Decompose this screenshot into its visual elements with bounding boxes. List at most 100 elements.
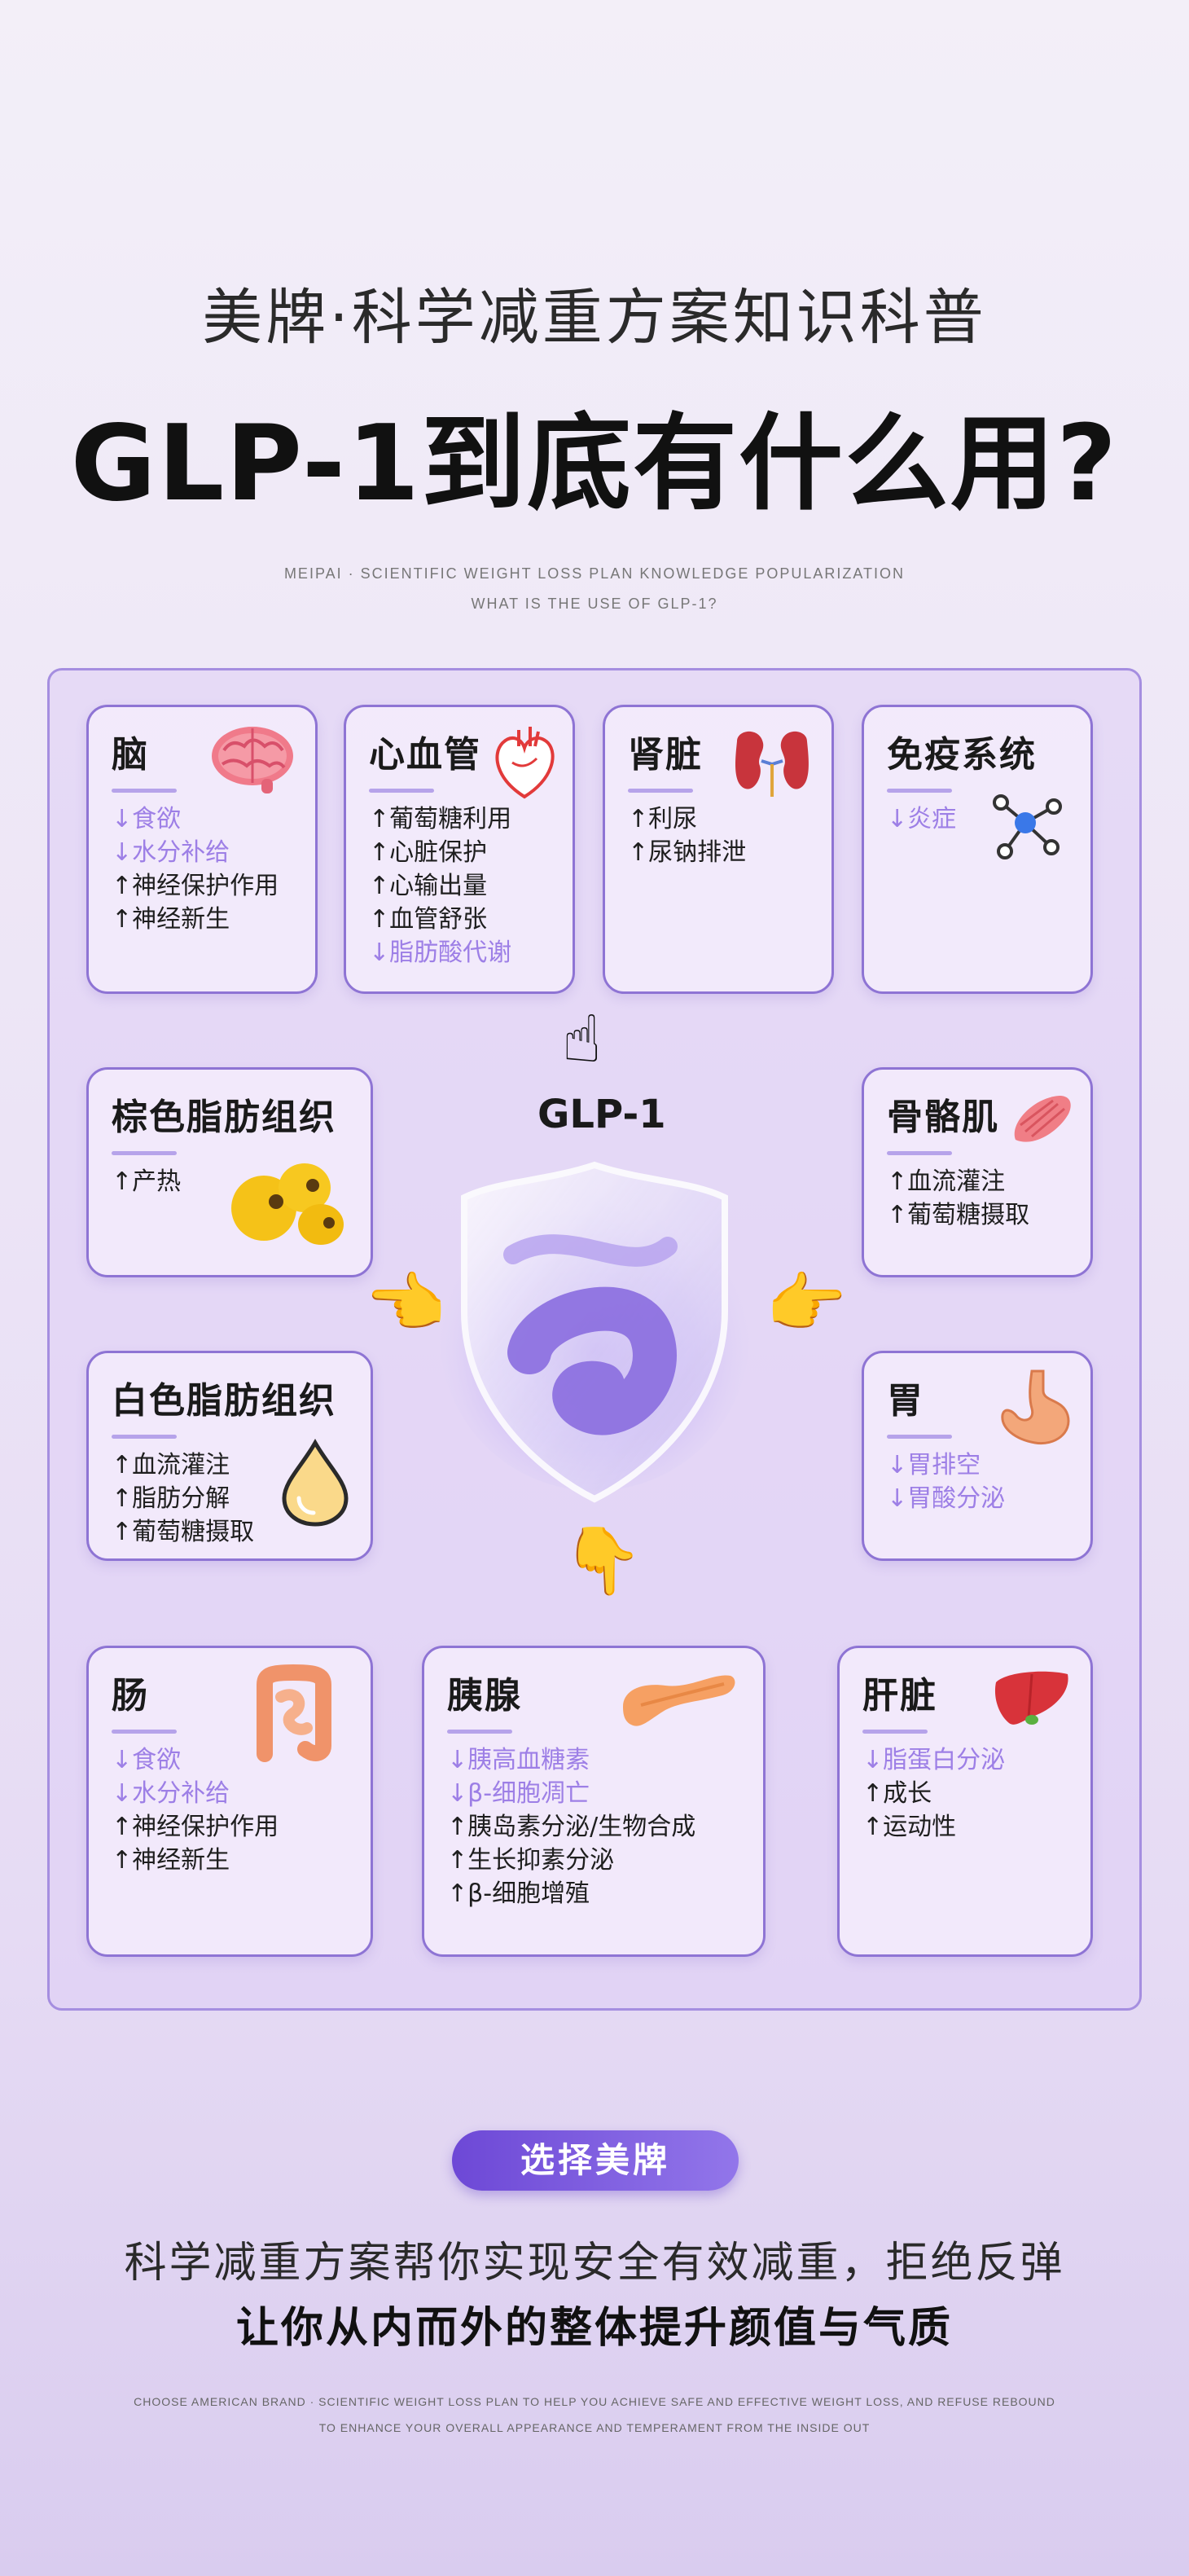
english-subtitle-1: MEIPAI · SCIENTIFIC WEIGHT LOSS PLAN KNO…	[283, 565, 906, 582]
effect-line: ↓食欲	[112, 805, 182, 833]
effect-list: ↑血流灌注 ↑脂肪分解 ↑葡萄糖摄取	[112, 1448, 348, 1549]
effect-line: ↑神经新生	[112, 1846, 230, 1875]
effect-line: ↑β-细胞增殖	[447, 1879, 590, 1908]
effect-line: ↑神经保护作用	[112, 872, 279, 900]
effect-line: ↑产热	[112, 1167, 182, 1196]
muscle-icon	[1014, 1096, 1071, 1142]
glp1-label: GLP-1	[537, 1092, 666, 1137]
effect-line: ↑尿钠排泄	[628, 838, 747, 867]
card-immune: 免疫系统 ↓炎症	[862, 705, 1093, 994]
card-skeletal-muscle: 骨骼肌 ↑血流灌注 ↑葡萄糖摄取	[862, 1067, 1093, 1277]
pancreas-icon	[623, 1675, 735, 1726]
card-brown-fat: 棕色脂肪组织 ↑产热	[86, 1067, 373, 1277]
effect-line: ↑葡萄糖利用	[369, 805, 512, 833]
effect-list: ↑利尿 ↑尿钠排泄	[628, 802, 809, 869]
card-liver: 肝脏 ↓脂蛋白分泌 ↑成长 ↑运动性	[837, 1646, 1093, 1957]
effect-line: ↓β-细胞凋亡	[447, 1779, 590, 1808]
effect-line: ↑神经保护作用	[112, 1813, 279, 1841]
card-pancreas: 胰腺 ↓胰高血糖素 ↓β-细胞凋亡 ↑胰岛素分泌/生物合成 ↑生长抑素分泌 ↑β…	[422, 1646, 766, 1957]
effect-list: ↑血流灌注 ↑葡萄糖摄取	[887, 1165, 1068, 1232]
kidney-icon	[735, 731, 809, 797]
divider	[112, 1730, 177, 1734]
effect-line: ↑葡萄糖摄取	[887, 1201, 1030, 1229]
page-title: GLP-1到底有什么用?	[70, 403, 1119, 525]
liver-icon	[994, 1671, 1068, 1725]
effect-line: ↓胃酸分泌	[887, 1484, 1006, 1513]
choose-brand-button[interactable]: 选择美牌	[452, 2130, 739, 2191]
effect-line: ↓炎症	[887, 805, 957, 833]
divider	[887, 1435, 952, 1439]
shield-icon	[440, 1161, 749, 1503]
effect-line: ↑血流灌注	[112, 1451, 230, 1479]
divider	[887, 1151, 952, 1155]
card-title: 骨骼肌	[887, 1097, 999, 1138]
effect-line: ↑血管舒张	[369, 905, 488, 934]
card-stomach: 胃 ↓胃排空 ↓胃酸分泌	[862, 1351, 1093, 1561]
effect-line: ↑利尿	[628, 805, 698, 833]
effect-line: ↓水分补给	[112, 1779, 230, 1808]
card-title: 胰腺	[447, 1675, 522, 1717]
header: 美牌·科学减重方案知识科普 GLP-1到底有什么用? MEIPAI · SCIE…	[0, 269, 1189, 613]
divider	[887, 789, 952, 793]
card-kidney: 肾脏 ↑利尿 ↑尿钠排泄	[603, 705, 834, 994]
effect-list: ↓脂蛋白分泌 ↑成长 ↑运动性	[862, 1743, 1068, 1844]
effect-line: ↓脂肪酸代谢	[369, 939, 512, 967]
effect-line: ↑心脏保护	[369, 838, 488, 867]
effect-list: ↓食欲 ↓水分补给 ↑神经保护作用 ↑神经新生	[112, 802, 292, 936]
effect-list: ↑产热	[112, 1165, 348, 1198]
card-cardiovascular: 心血管 ↑葡萄糖利用 ↑心脏保护 ↑心输出量 ↑血管舒张 ↓脂肪酸代谢	[344, 705, 575, 994]
slogan-line-2: 让你从内而外的整体提升颜值与气质	[235, 2304, 953, 2353]
card-title: 心血管	[369, 734, 481, 776]
effect-line: ↑运动性	[862, 1813, 957, 1841]
fat-cells-icon	[231, 1163, 344, 1245]
effect-line: ↑生长抑素分泌	[447, 1846, 615, 1875]
slogan-line-1: 科学减重方案帮你实现安全有效减重，拒绝反弹	[124, 2239, 1065, 2288]
effect-line: ↓水分补给	[112, 838, 230, 867]
pointing-hand-icon: 👉	[766, 1265, 847, 1341]
effect-line: ↑心输出量	[369, 872, 488, 900]
effect-list: ↓炎症	[887, 802, 1068, 836]
divider	[447, 1730, 512, 1734]
effect-list: ↑葡萄糖利用 ↑心脏保护 ↑心输出量 ↑血管舒张 ↓脂肪酸代谢	[369, 802, 550, 969]
divider	[862, 1730, 928, 1734]
footer-english-2: TO ENHANCE YOUR OVERALL APPEARANCE AND T…	[318, 2421, 871, 2434]
brain-icon	[212, 727, 293, 793]
effect-line: ↑神经新生	[112, 905, 230, 934]
effect-line: ↑胰岛素分泌/生物合成	[447, 1813, 696, 1841]
molecule-icon	[993, 794, 1062, 859]
card-title: 胃	[887, 1380, 924, 1422]
effect-line: ↑脂肪分解	[112, 1484, 230, 1513]
pointing-hand-icon: 👇	[562, 1523, 643, 1598]
fat-drop-icon	[282, 1438, 349, 1527]
page-subtitle: 美牌·科学减重方案知识科普	[202, 283, 987, 353]
effect-line: ↓脂蛋白分泌	[862, 1746, 1006, 1774]
card-title: 肝脏	[862, 1675, 937, 1717]
divider	[369, 789, 434, 793]
card-white-fat: 白色脂肪组织 ↑血流灌注 ↑脂肪分解 ↑葡萄糖摄取	[86, 1351, 373, 1561]
effect-list: ↓食欲 ↓水分补给 ↑神经保护作用 ↑神经新生	[112, 1743, 348, 1877]
effect-line: ↓胃排空	[887, 1451, 981, 1479]
pointing-hand-icon: 👈	[365, 1265, 446, 1341]
divider	[112, 1151, 177, 1155]
english-subtitle-2: WHAT IS THE USE OF GLP-1?	[471, 596, 718, 612]
effect-line: ↑成长	[862, 1779, 932, 1808]
effect-line: ↑血流灌注	[887, 1167, 1006, 1196]
divider	[628, 789, 693, 793]
effect-line: ↓食欲	[112, 1746, 182, 1774]
card-brain: 脑 ↓食欲 ↓水分补给 ↑神经保护作用 ↑神经新生	[86, 705, 318, 994]
intestine-icon	[257, 1664, 331, 1762]
card-title: 免疫系统	[887, 734, 1037, 776]
card-title: 肠	[112, 1675, 149, 1717]
card-title: 棕色脂肪组织	[112, 1097, 336, 1138]
effect-line: ↓胰高血糖素	[447, 1746, 590, 1774]
divider	[112, 789, 177, 793]
footer-english-1: CHOOSE AMERICAN BRAND · SCIENTIFIC WEIGH…	[134, 2395, 1055, 2408]
card-title: 白色脂肪组织	[112, 1380, 336, 1422]
card-intestine: 肠 ↓食欲 ↓水分补给 ↑神经保护作用 ↑神经新生	[86, 1646, 373, 1957]
card-title: 脑	[112, 734, 149, 776]
heart-icon	[495, 727, 555, 799]
effect-line: ↑葡萄糖摄取	[112, 1518, 255, 1546]
effect-list: ↓胰高血糖素 ↓β-细胞凋亡 ↑胰岛素分泌/生物合成 ↑生长抑素分泌 ↑β-细胞…	[447, 1743, 740, 1910]
pointing-hand-icon: ☝	[562, 1001, 602, 1077]
card-title: 肾脏	[628, 734, 703, 776]
